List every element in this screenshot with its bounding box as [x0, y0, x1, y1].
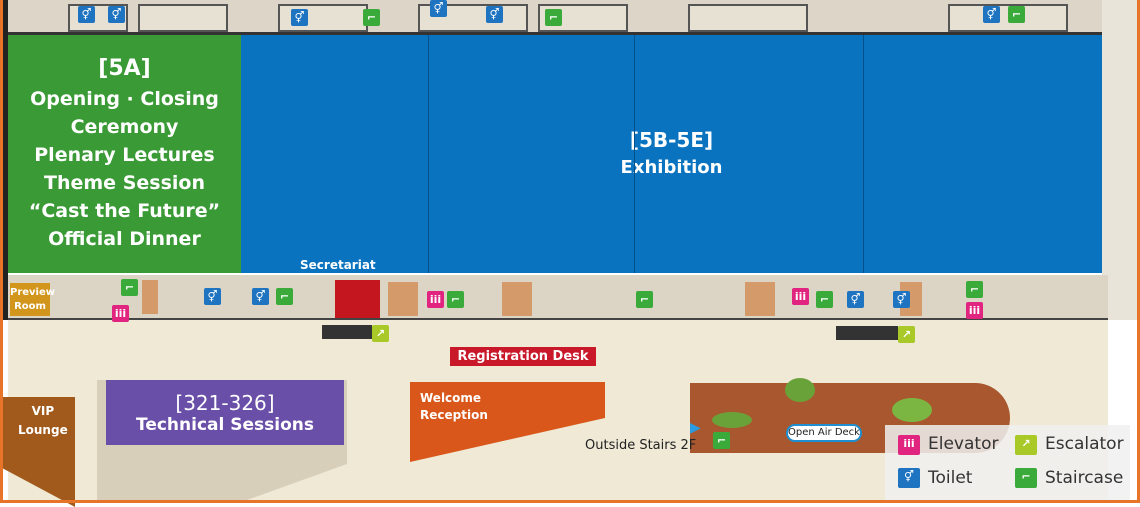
- legend: [885, 425, 1130, 500]
- open-air-deck-label: Open Air Deck: [786, 424, 862, 442]
- west-wall: [3, 0, 8, 320]
- toilet-icon: ⚥: [898, 468, 920, 488]
- elevator-icon: iii: [966, 302, 983, 319]
- escalator-icon: ↗: [1015, 435, 1037, 455]
- room: [745, 282, 775, 316]
- toilet-icon: ⚥: [893, 291, 910, 308]
- hall-5a-line: Opening · Closing: [30, 88, 219, 110]
- technical-name: Technical Sessions: [135, 414, 314, 435]
- registration-desk[interactable]: Registration Desk: [450, 347, 596, 366]
- toilet-icon: ⚥: [291, 9, 308, 26]
- tree: [785, 378, 815, 402]
- elevator-icon: iii: [792, 288, 809, 305]
- secretariat-label: Secretariat: [300, 258, 376, 272]
- hall-5a-line: Official Dinner: [48, 228, 201, 250]
- hall-5a[interactable]: [5A] Opening · Closing Ceremony Plenary …: [8, 35, 241, 273]
- staircase-icon: ⌐: [816, 291, 833, 308]
- tree: [892, 398, 932, 422]
- welcome-label-line: Welcome: [420, 391, 482, 405]
- hall-5b-5e-code: [5B-5E]: [629, 128, 714, 152]
- preview-room-label: Preview: [10, 287, 56, 298]
- hall-5a-line: Ceremony: [70, 116, 179, 138]
- escalator-icon: ↗: [898, 326, 915, 343]
- hall-5a-line: Theme Session: [44, 172, 205, 194]
- toilet-icon: ⚥: [430, 0, 447, 17]
- preview-room-label: Room: [14, 301, 46, 312]
- room: [688, 4, 808, 32]
- legend-elevator: Elevator: [928, 434, 999, 454]
- hall-divider: [428, 35, 429, 273]
- welcome-reception-label: Welcome Reception: [420, 390, 488, 424]
- elevator-icon: iii: [898, 435, 920, 455]
- escalator: [836, 326, 898, 340]
- staircase-icon: ⌐: [121, 279, 138, 296]
- east-wall: [1102, 0, 1137, 320]
- room: [502, 282, 532, 316]
- hall-divider: [863, 35, 864, 273]
- staircase-icon: ⌐: [276, 288, 293, 305]
- room: [142, 280, 158, 314]
- staircase-icon: ⌐: [1015, 468, 1037, 488]
- toilet-icon: ⚥: [204, 288, 221, 305]
- staircase-icon: ⌐: [447, 291, 464, 308]
- escalator: [322, 325, 372, 339]
- staircase-icon: ⌐: [966, 281, 983, 298]
- legend-toilet: Toilet: [928, 468, 973, 488]
- vip-label-line: Lounge: [18, 423, 68, 437]
- staircase-icon: ⌐: [713, 432, 730, 449]
- vip-label-line: VIP: [31, 404, 55, 418]
- tree: [712, 412, 752, 428]
- toilet-icon: ⚥: [847, 291, 864, 308]
- hall-divider: [634, 35, 635, 273]
- toilet-icon: ⚥: [983, 6, 1000, 23]
- legend-staircase: Staircase: [1045, 468, 1124, 488]
- staircase-icon: ⌐: [545, 9, 562, 26]
- elevator-icon: iii: [112, 305, 129, 322]
- technical-session-rooms[interactable]: [321-326] Technical Sessions: [106, 380, 344, 445]
- toilet-icon: ⚥: [78, 6, 95, 23]
- toilet-icon: ⚥: [252, 288, 269, 305]
- hall-5a-line: “Cast the Future”: [28, 200, 221, 222]
- elevator-icon: iii: [427, 291, 444, 308]
- hall-5b-5e-name: Exhibition: [620, 157, 723, 178]
- secretariat-room[interactable]: [335, 280, 380, 318]
- arrow-icon: ▶: [690, 420, 701, 436]
- outside-stairs-label: Outside Stairs 2F: [585, 438, 697, 453]
- welcome-label-line: Reception: [420, 408, 488, 422]
- hall-5b-5e[interactable]: [5B-5E] Exhibition: [241, 35, 1102, 273]
- vip-lounge-label: VIP Lounge: [18, 402, 68, 440]
- hall-5a-line: Plenary Lectures: [34, 144, 215, 166]
- service-rooms-row: [8, 275, 1108, 320]
- staircase-icon: ⌐: [636, 291, 653, 308]
- escalator-icon: ↗: [372, 325, 389, 342]
- toilet-icon: ⚥: [108, 6, 125, 23]
- technical-code: [321-326]: [175, 390, 275, 415]
- staircase-icon: ⌐: [363, 9, 380, 26]
- staircase-icon: ⌐: [1008, 6, 1025, 23]
- hall-5a-code: [5A]: [98, 56, 151, 81]
- room: [388, 282, 418, 316]
- legend-escalator: Escalator: [1045, 434, 1124, 454]
- preview-room[interactable]: Preview Room: [10, 283, 56, 316]
- top-service-strip: ⚥ ⚥ ⚥ ⌐ ⚥ ⚥ ⌐ ⚥ ⌐: [8, 0, 1102, 35]
- room: [138, 4, 228, 32]
- toilet-icon: ⚥: [486, 6, 503, 23]
